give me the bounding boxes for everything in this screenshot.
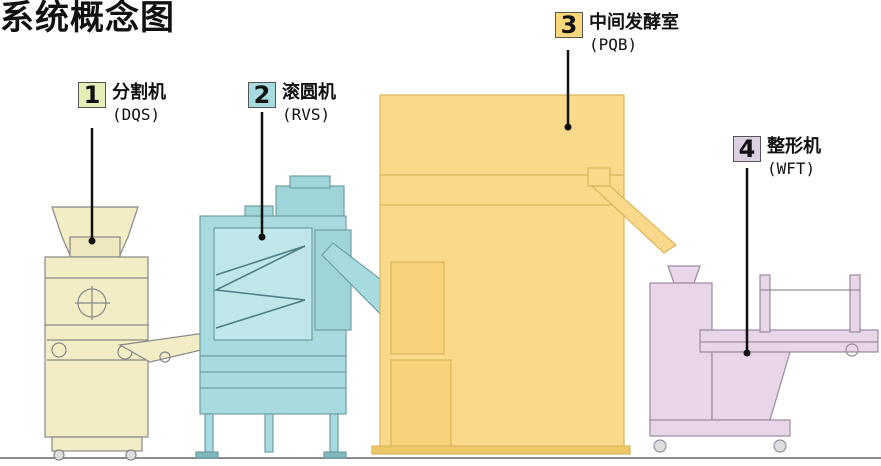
page-title: 系统概念图 [0, 0, 175, 38]
label-number-1: 1 [78, 81, 106, 109]
label-dqs: 1 分割机 (DQS) [78, 81, 166, 126]
machine-name-wft: 整形机 [767, 136, 821, 157]
machine-code-wft: (WFT) [767, 159, 816, 178]
label-number-4: 4 [733, 135, 761, 163]
label-number-2: 2 [248, 81, 276, 109]
pointer-dots [88, 123, 751, 357]
pqb-machine [371, 94, 677, 455]
machine-code-dqs: (DQS) [112, 105, 161, 124]
pointer-lines [90, 50, 749, 352]
machine-name-pqb: 中间发酵室 [589, 12, 679, 33]
label-rvs: 2 滚圆机 (RVS) [248, 81, 336, 126]
machine-name-dqs: 分割机 [112, 82, 166, 103]
machine-code-pqb: (PQB) [589, 35, 638, 54]
label-text-pqb: 中间发酵室 (PQB) [589, 12, 679, 56]
dqs-machine [44, 206, 211, 461]
label-pqb: 3 中间发酵室 (PQB) [555, 11, 679, 56]
label-text-dqs: 分割机 (DQS) [112, 82, 166, 126]
label-number-3: 3 [555, 11, 583, 39]
label-wft: 4 整形机 (WFT) [733, 135, 821, 180]
machine-name-rvs: 滚圆机 [282, 82, 336, 103]
machine-code-rvs: (RVS) [282, 105, 331, 124]
label-text-rvs: 滚圆机 (RVS) [282, 82, 336, 126]
label-text-wft: 整形机 (WFT) [767, 136, 821, 180]
wft-machine [649, 265, 879, 453]
